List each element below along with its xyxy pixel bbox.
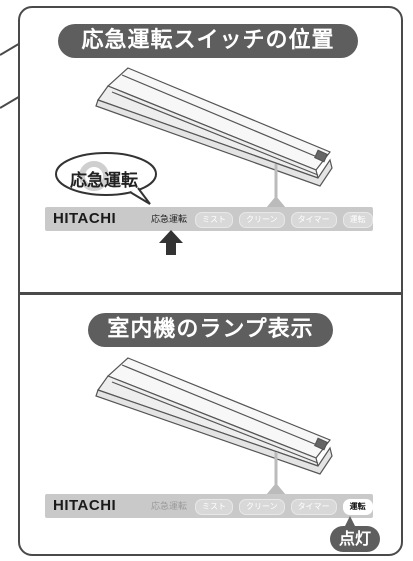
up-arrow-icon — [159, 230, 183, 255]
lamp-row: 応急運転 ミスト クリーン タイマー 運転 — [149, 499, 373, 515]
lamp-row: 応急運転 ミスト クリーン タイマー 運転 — [149, 212, 373, 228]
operation-lamp: 運転 — [342, 212, 373, 228]
mist-lamp: ミスト — [195, 212, 234, 228]
control-panel-top: HITACHI 応急運転 ミスト クリーン タイマー 運転 — [45, 207, 373, 231]
brand-logo: HITACHI — [53, 210, 117, 227]
tag-pointer — [344, 516, 356, 528]
emergency-switch-label[interactable]: 応急運転 — [151, 215, 188, 225]
operation-lamp-lit: 運転 — [342, 499, 373, 515]
mist-lamp: ミスト — [195, 499, 234, 515]
clean-lamp: クリーン — [239, 212, 285, 228]
callout-bubble — [55, 152, 157, 205]
status-tag: 点灯 — [330, 526, 380, 552]
clean-lamp: クリーン — [239, 499, 285, 515]
callout-label: 応急運転 — [70, 171, 138, 191]
instruction-panel — [18, 6, 403, 556]
section-title-lamp-display: 室内機のランプ表示 — [88, 313, 333, 347]
emergency-switch-label: 応急運転 — [151, 502, 188, 512]
timer-lamp: タイマー — [290, 499, 337, 515]
section-title-switch-location: 応急運転スイッチの位置 — [58, 24, 358, 58]
control-panel-bottom: HITACHI 応急運転 ミスト クリーン タイマー 運転 — [45, 494, 373, 518]
timer-lamp: タイマー — [290, 212, 337, 228]
section-divider — [18, 292, 403, 295]
brand-logo: HITACHI — [53, 497, 117, 514]
